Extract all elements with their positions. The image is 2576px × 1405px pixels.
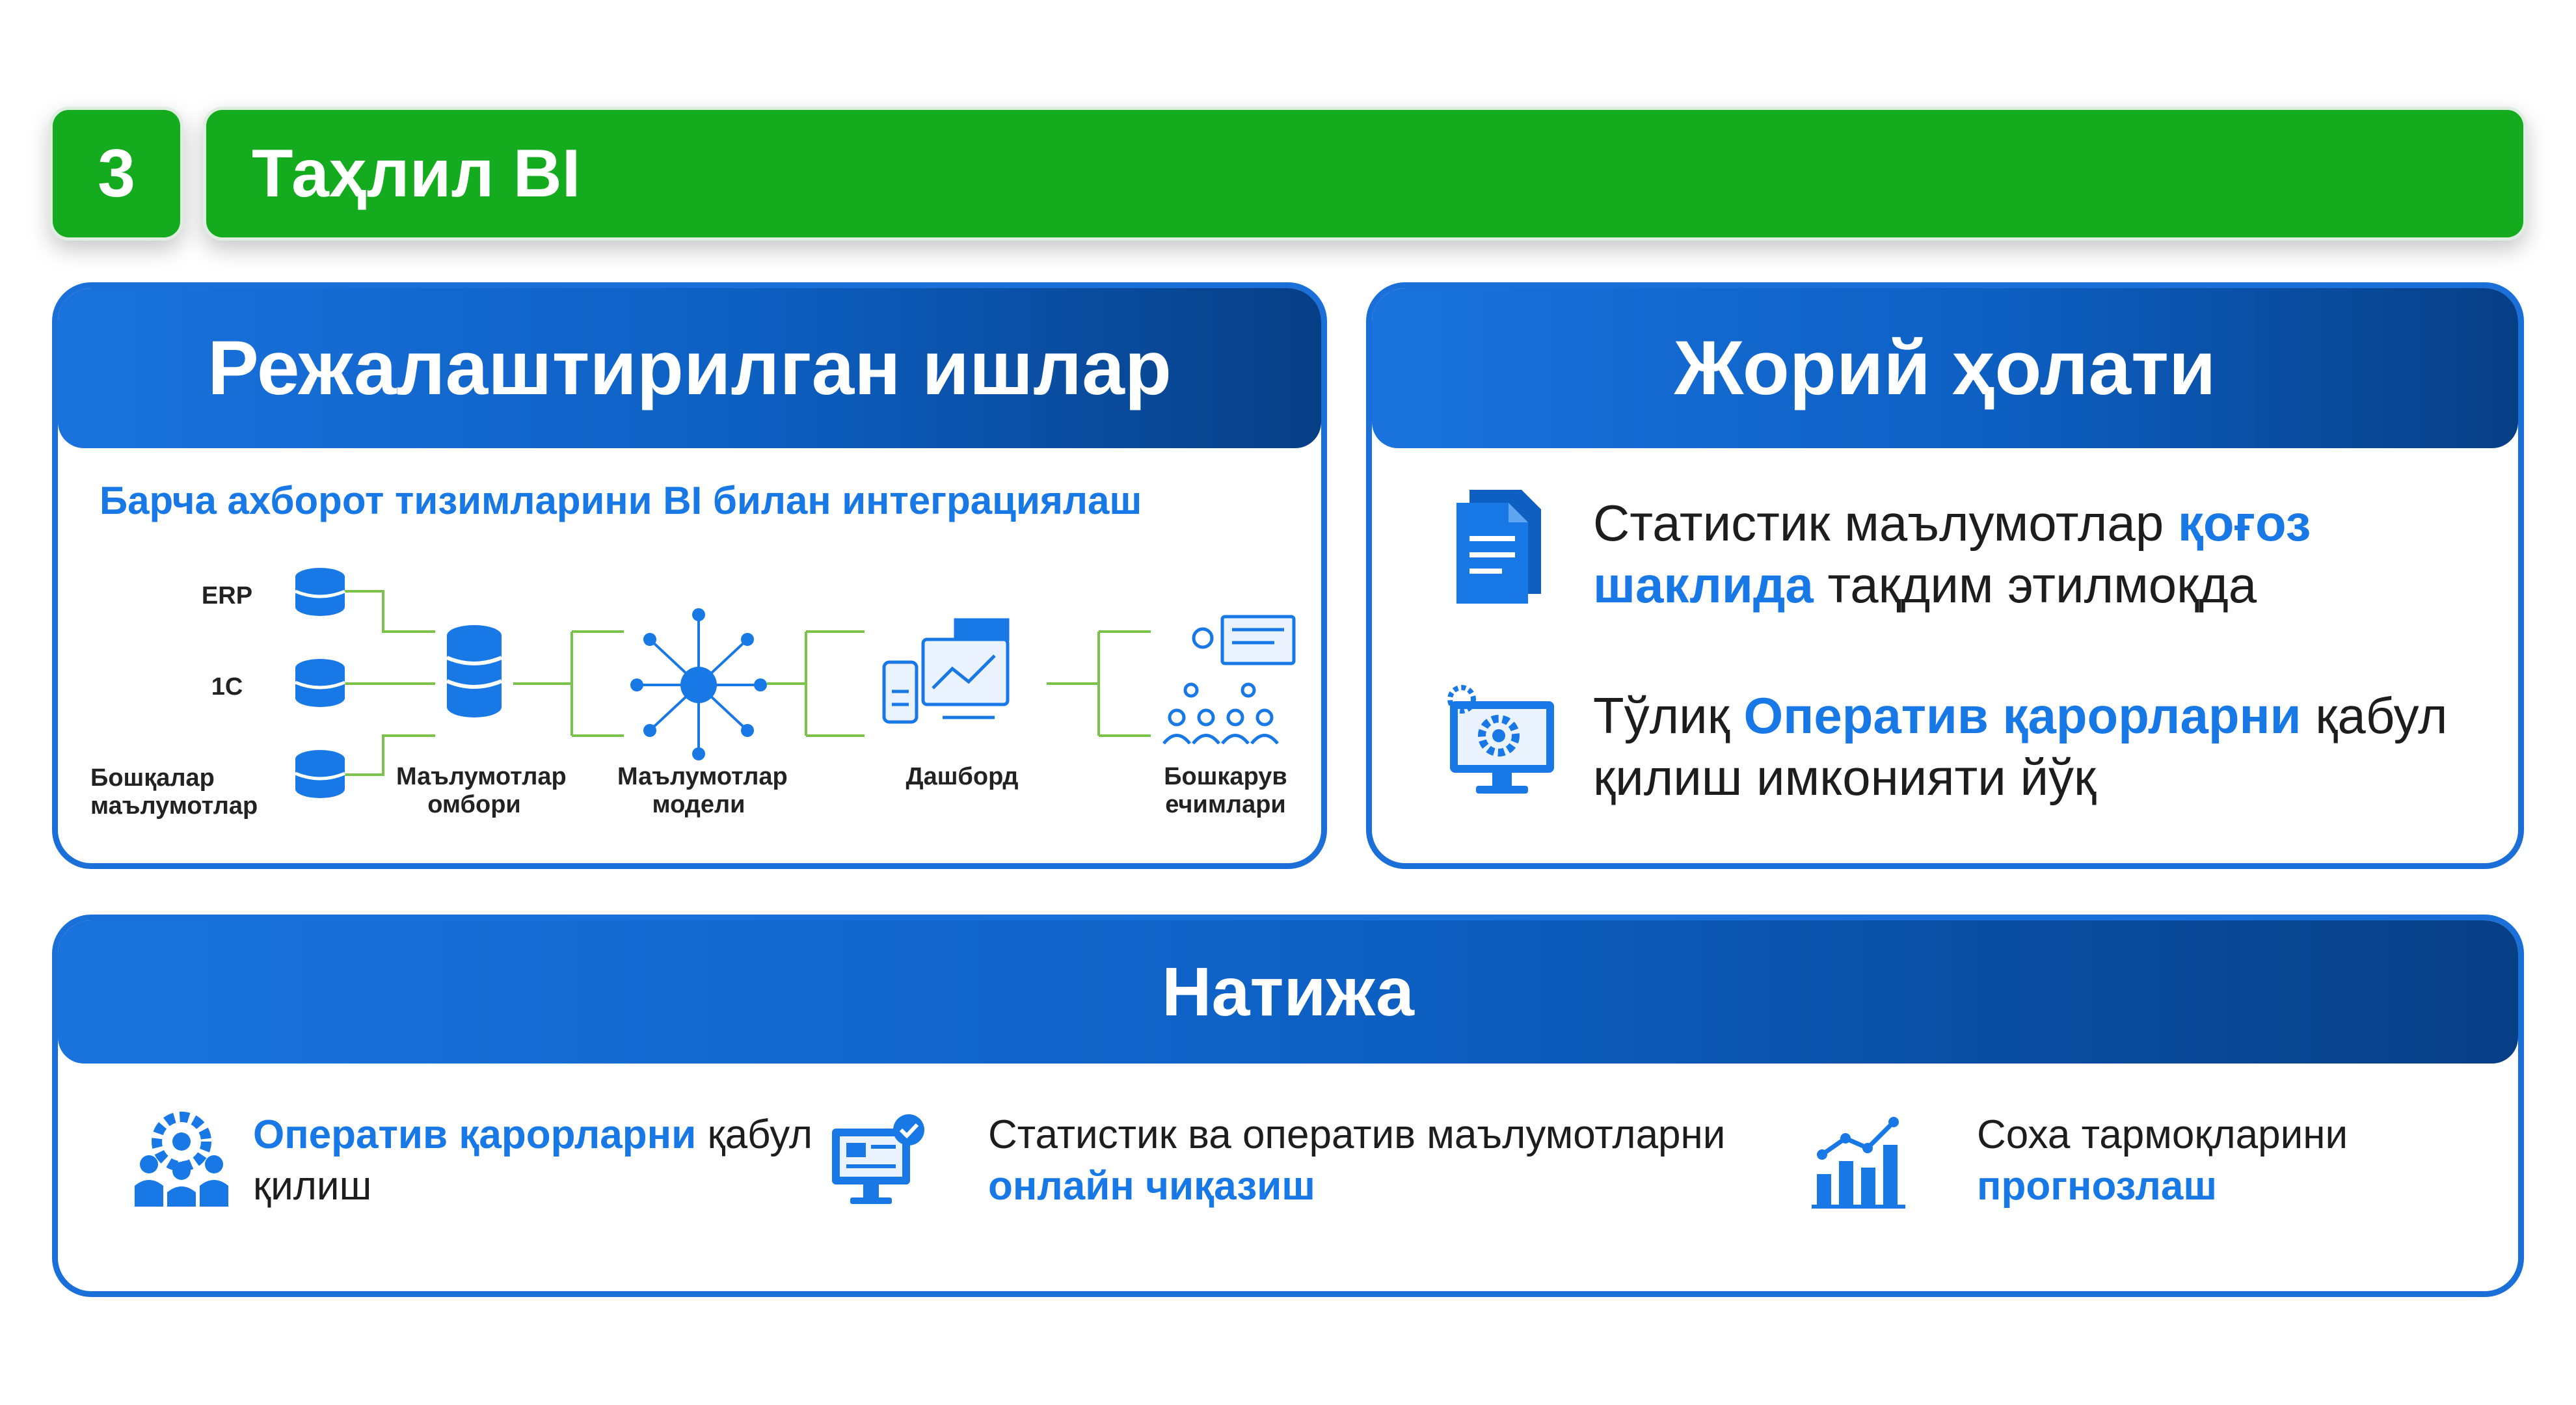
stage-label-decisions: Бошкарув ечимлари	[1164, 763, 1287, 818]
result-item-decisions: Оператив қарорларни қабул қилиш	[253, 1112, 813, 1209]
other-data-database-icon	[295, 750, 345, 798]
current-item-decisions: Тўлиқ Оператив қарорларни қабул қилиш им…	[1593, 687, 2448, 807]
monitor-gears-icon	[1447, 685, 1554, 794]
data-warehouse-icon	[446, 625, 503, 717]
result-panel: Натижа Оператив қарорларни қабул қилиш С…	[52, 915, 2524, 1297]
growth-chart-icon	[1812, 1117, 1905, 1209]
section-title-bar: Таҳлил BI	[203, 107, 2527, 241]
result-item-online: Статистик ва оператив маълумотларни онла…	[988, 1112, 1726, 1209]
section-number-badge: 3	[49, 107, 183, 241]
source-label-other: Бошқалар маълумотлар	[90, 764, 258, 820]
current-state-panel: Жорий ҳолати Статистик маълумотлар қоғоз…	[1366, 282, 2524, 869]
stage-label-warehouse: Маълумотлар омбори	[396, 763, 567, 818]
meeting-presentation-icon	[1162, 615, 1296, 745]
document-icon	[1456, 490, 1541, 604]
source-label-1c: 1C	[211, 673, 243, 701]
team-gear-icon	[135, 1112, 228, 1207]
planned-work-panel: Режалаштирилган ишлар Барча ахборот тизи…	[52, 282, 1327, 869]
bi-integration-diagram	[295, 568, 1296, 798]
dashboard-icon	[882, 618, 1010, 724]
current-state-header: Жорий ҳолати	[1372, 288, 2518, 448]
data-model-network-icon	[630, 608, 767, 760]
result-header: Натижа	[58, 920, 2518, 1064]
planned-work-subtitle: Барча ахборот тизимларини BI билан интег…	[100, 479, 1142, 522]
current-item-paper: Статистик маълумотлар қоғоз шаклида тақд…	[1593, 494, 2311, 614]
current-state-title: Жорий ҳолати	[1674, 325, 2216, 411]
stage-label-dashboard: Дашборд	[906, 763, 1019, 790]
section-title: Таҳлил BI	[252, 135, 581, 211]
planned-work-title: Режалаштирилган ишлар	[208, 325, 1172, 411]
1c-database-icon	[295, 659, 345, 707]
online-monitor-icon	[832, 1114, 924, 1204]
planned-work-header: Режалаштирилган ишлар	[58, 288, 1321, 448]
erp-database-icon	[295, 568, 345, 616]
result-item-forecast: Соха тармоқларини прогнозлаш	[1977, 1112, 2348, 1209]
result-title: Натижа	[1162, 953, 1414, 1030]
stage-label-model: Маълумотлар модели	[617, 763, 788, 818]
source-label-erp: ERP	[201, 582, 253, 609]
